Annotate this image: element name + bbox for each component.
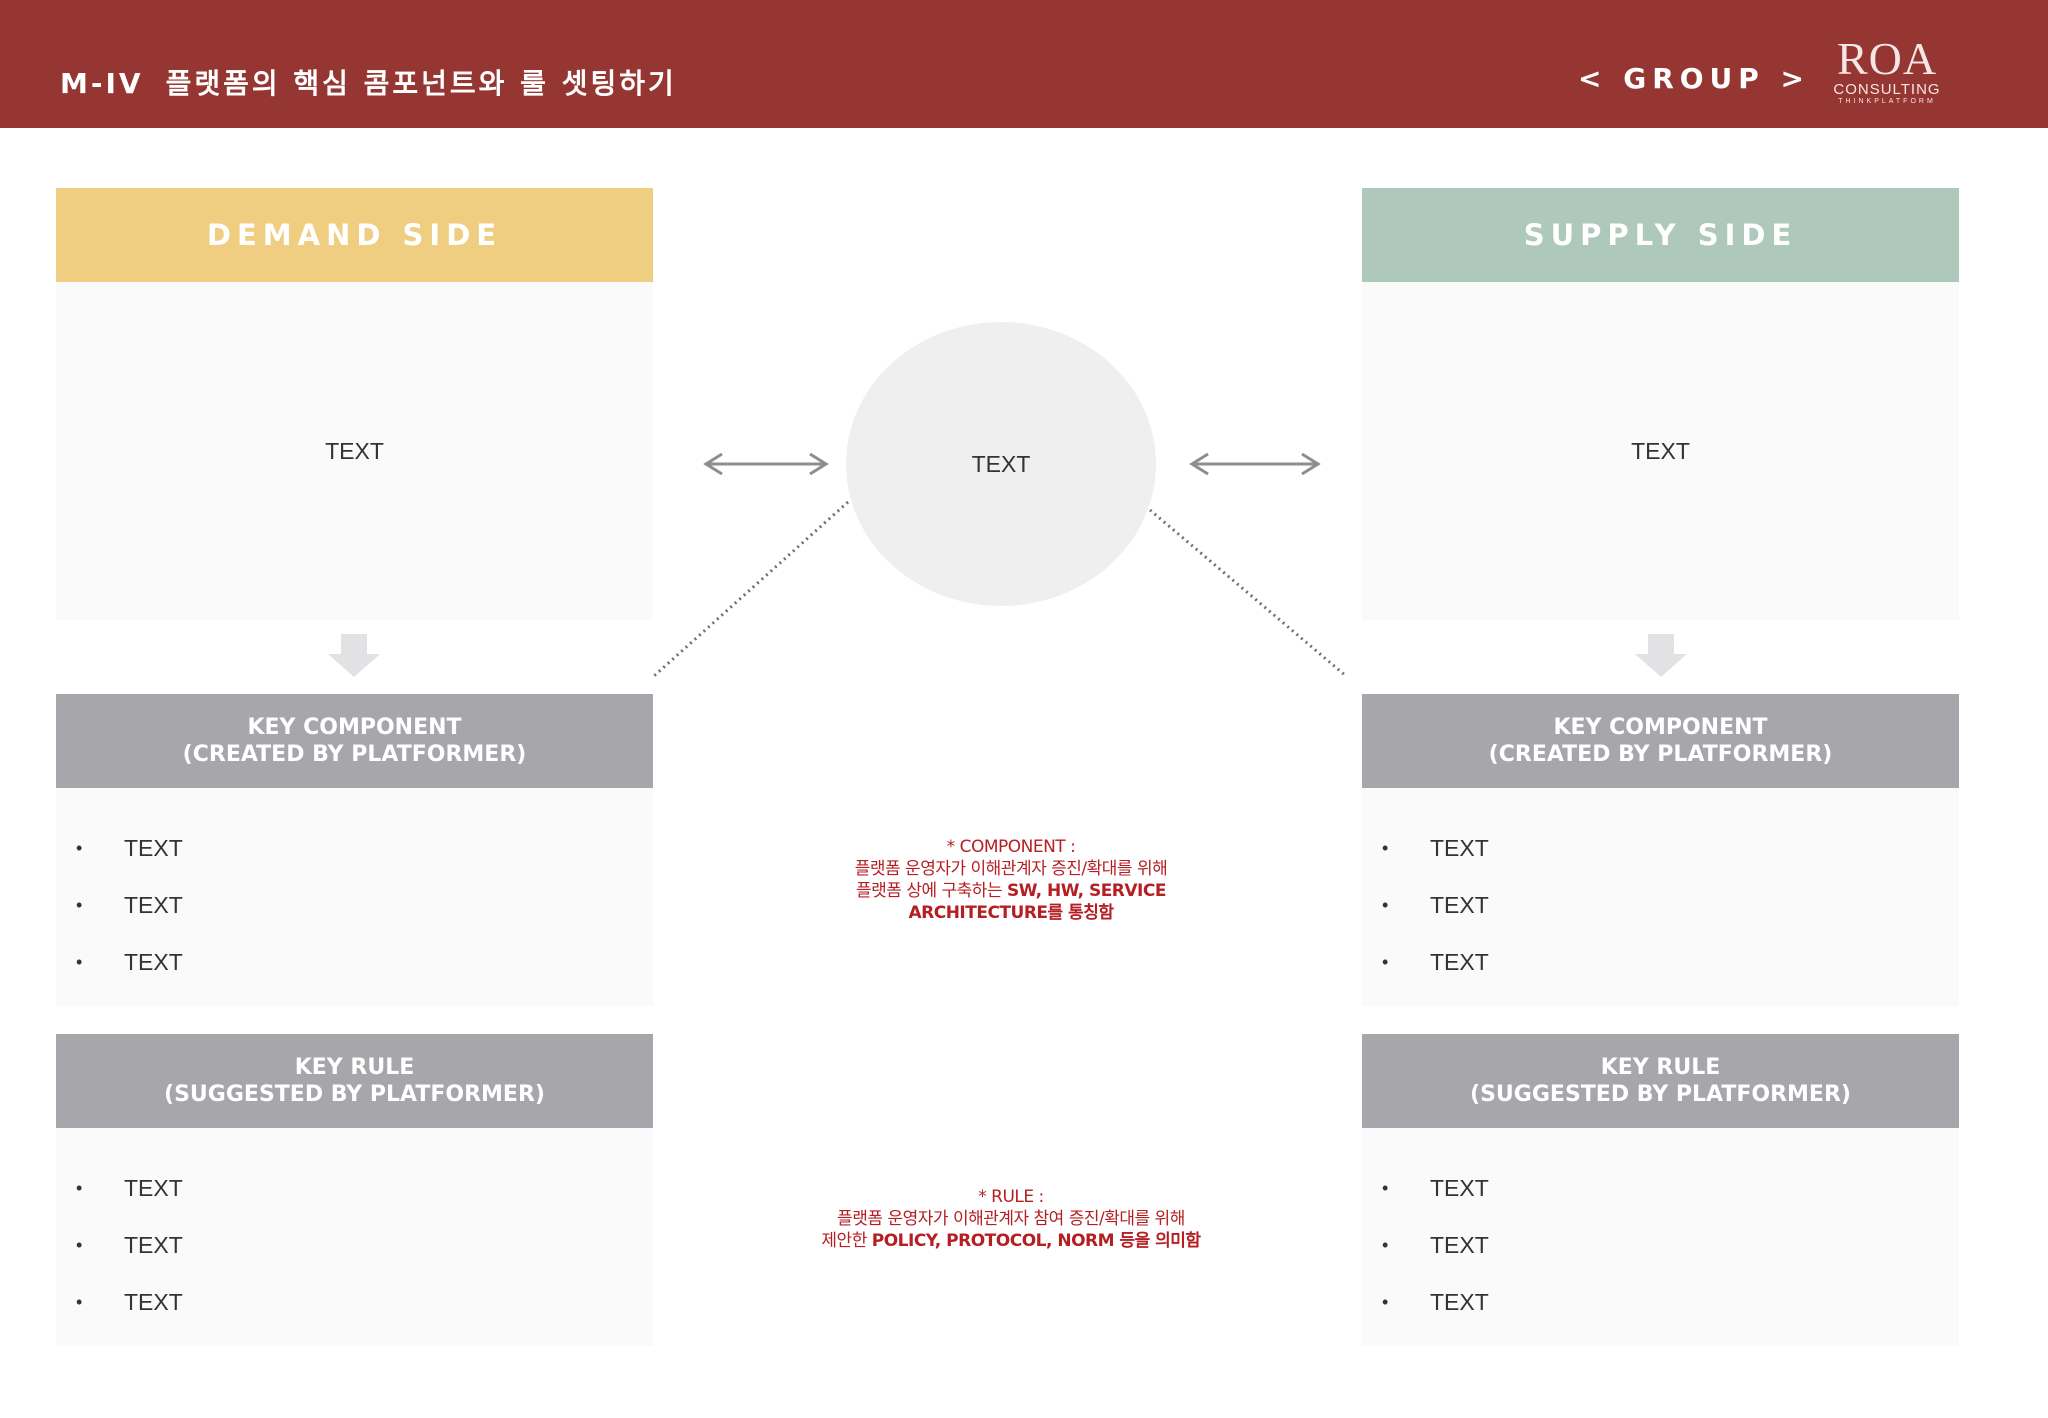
down-arrow-icon <box>1635 634 1687 677</box>
key-rule-sublabel: (SUGGESTED BY PLATFORMER) <box>1470 1082 1851 1107</box>
right-dotted-connector <box>1149 508 1347 678</box>
key-component-label: KEY COMPONENT <box>247 715 462 740</box>
key-rule-label: KEY RULE <box>294 1055 415 1080</box>
key-component-sublabel: (CREATED BY PLATFORMER) <box>1488 742 1833 767</box>
center-text: TEXT <box>971 451 1031 477</box>
center-circle <box>846 322 1156 606</box>
demand-text: TEXT <box>325 438 384 464</box>
supply-key-rule-header: KEY RULE (SUGGESTED BY PLATFORMER) <box>1362 1034 1959 1128</box>
supply-text: TEXT <box>1631 438 1690 464</box>
bullet-icon: • <box>1382 1178 1389 1198</box>
component-note-line3: ARCHITECTURE를 통칭함 <box>908 903 1114 923</box>
roa-logo: ROA CONSULTING THINKPLATFORM <box>1832 36 1942 106</box>
key-rule-label: KEY RULE <box>1600 1055 1721 1080</box>
demand-key-component-header: KEY COMPONENT (CREATED BY PLATFORMER) <box>56 694 653 788</box>
bullet-icon: • <box>1382 838 1389 858</box>
bullet-icon: • <box>76 1292 83 1312</box>
demand-key-rule-header: KEY RULE (SUGGESTED BY PLATFORMER) <box>56 1034 653 1128</box>
bullet-icon: • <box>76 838 83 858</box>
key-component-label: KEY COMPONENT <box>1553 715 1768 740</box>
demand-component-list-panel <box>56 788 653 1006</box>
key-rule-sublabel: (SUGGESTED BY PLATFORMER) <box>164 1082 545 1107</box>
component-note-line2: 플랫폼 상에 구축하는 SW, HW, SERVICE <box>856 881 1166 901</box>
bullet-icon: • <box>1382 1235 1389 1255</box>
component-note-line1: 플랫폼 운영자가 이해관계자 증진/확대를 위해 <box>854 859 1168 879</box>
supply-side-header: SUPPLY SIDE <box>1362 188 1959 282</box>
demand-rule-list-panel <box>56 1128 653 1346</box>
supply-component-list-panel <box>1362 788 1959 1006</box>
rule-note: * RULE : 플랫폼 운영자가 이해관계자 참여 증진/확대를 위해 제안한… <box>786 1186 1236 1252</box>
page-code: M-IV <box>60 67 144 100</box>
bullet-icon: • <box>1382 1292 1389 1312</box>
bullet-icon: • <box>1382 895 1389 915</box>
logo-main-text: ROA <box>1836 33 1938 84</box>
bullet-icon: • <box>76 1178 83 1198</box>
group-label: < GROUP > <box>1578 62 1811 95</box>
supply-rule-list-panel <box>1362 1128 1959 1346</box>
supply-key-component-header: KEY COMPONENT (CREATED BY PLATFORMER) <box>1362 694 1959 788</box>
rule-note-title: * RULE : <box>978 1187 1044 1207</box>
right-double-arrow-icon <box>1189 452 1321 476</box>
bullet-icon: • <box>1382 952 1389 972</box>
component-note: * COMPONENT : 플랫폼 운영자가 이해관계자 증진/확대를 위해 플… <box>796 836 1226 924</box>
demand-side-header: DEMAND SIDE <box>56 188 653 282</box>
component-note-title: * COMPONENT : <box>946 837 1076 857</box>
rule-note-line1: 플랫폼 운영자가 이해관계자 참여 증진/확대를 위해 <box>837 1209 1185 1229</box>
rule-note-line2: 제안한 POLICY, PROTOCOL, NORM 등을 의미함 <box>821 1231 1201 1251</box>
logo-tiny-text: THINKPLATFORM <box>1838 98 1936 105</box>
demand-text-panel <box>56 282 653 620</box>
key-component-sublabel: (CREATED BY PLATFORMER) <box>182 742 527 767</box>
supply-text-panel <box>1362 282 1959 620</box>
page-title: M-IV 플랫폼의 핵심 콤포넌트와 룰 셋팅하기 <box>60 62 677 102</box>
left-dotted-connector <box>652 500 850 678</box>
header-bar: M-IV 플랫폼의 핵심 콤포넌트와 룰 셋팅하기 < GROUP > ROA C… <box>0 0 2048 128</box>
page-title-text: 플랫폼의 핵심 콤포넌트와 룰 셋팅하기 <box>165 67 677 100</box>
bullet-icon: • <box>76 895 83 915</box>
left-double-arrow-icon <box>703 452 829 476</box>
logo-sub-text: CONSULTING <box>1833 81 1941 98</box>
bullet-icon: • <box>76 952 83 972</box>
bullet-icon: • <box>76 1235 83 1255</box>
down-arrow-icon <box>328 634 380 677</box>
